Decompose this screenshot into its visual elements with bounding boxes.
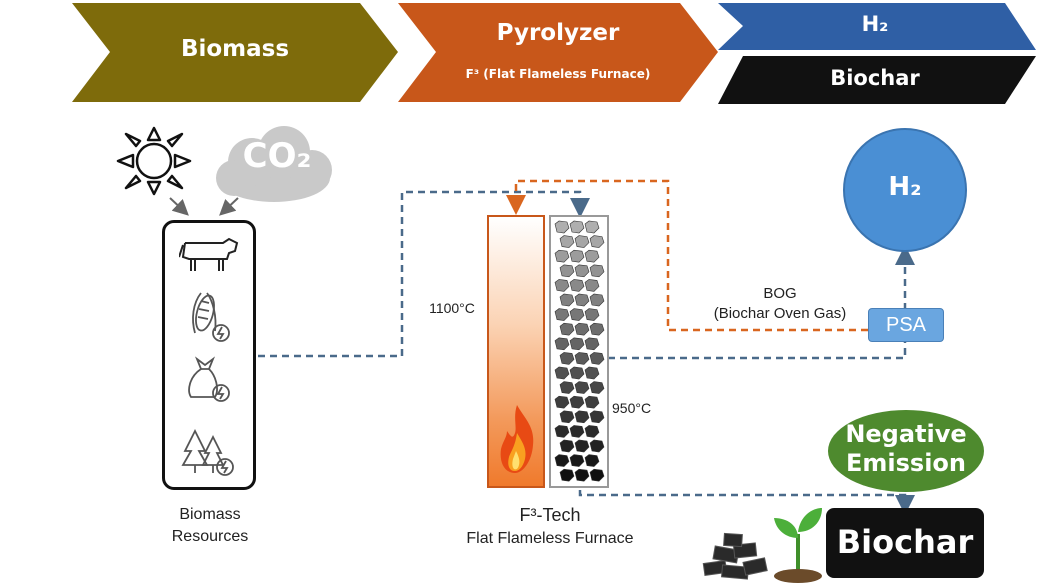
- temp-char-label: 950°C: [612, 400, 652, 416]
- co2-label: CO₂: [242, 136, 312, 176]
- bog-line2: (Biochar Oven Gas): [713, 305, 847, 322]
- char-particle: [569, 279, 585, 292]
- forest-icon: [181, 428, 234, 476]
- stage-h2-label: H₂: [861, 12, 889, 36]
- char-particle: [569, 220, 585, 234]
- char-particle: [589, 352, 605, 365]
- chevron-biochar: [718, 56, 1036, 104]
- furnace-subtitle: Flat Flameless Furnace: [466, 530, 634, 547]
- char-particle: [574, 352, 590, 365]
- char-particle: [559, 352, 575, 365]
- char-particle: [589, 439, 605, 453]
- bog-label: BOG (Biochar Oven Gas): [700, 284, 860, 324]
- char-particle: [554, 249, 570, 263]
- char-particle: [559, 322, 575, 336]
- char-particle: [559, 264, 575, 278]
- char-particle: [584, 220, 600, 234]
- header-chevrons: [72, 3, 1036, 104]
- char-particle: [589, 264, 605, 278]
- char-particle: [584, 249, 600, 263]
- stage-pyrolyzer-sub: F³ (Flat Flameless Furnace): [465, 67, 651, 81]
- stage-biochar-label: Biochar: [830, 66, 920, 90]
- psa-box: PSA: [868, 308, 944, 342]
- bog-line1: BOG: [763, 285, 797, 302]
- biomass-resources-label: Biomass Resources: [150, 504, 270, 548]
- temp-hot-label: 1100°C: [429, 300, 475, 316]
- char-particle: [584, 308, 600, 321]
- char-particle: [554, 220, 570, 234]
- char-particle: [589, 381, 605, 394]
- sprout-icon: [774, 508, 822, 583]
- char-particle: [569, 395, 585, 409]
- char-particle: [584, 425, 600, 438]
- negative-line1: Negative: [845, 420, 967, 448]
- char-particle: [584, 454, 600, 467]
- stage-biomass-label: Biomass: [180, 36, 290, 62]
- biomass-resources-box: [162, 220, 256, 490]
- char-particle: [584, 395, 600, 409]
- biochar-output-box: Biochar: [826, 508, 984, 578]
- sun-icon: [116, 126, 192, 196]
- char-column: [549, 215, 609, 488]
- char-particle: [574, 439, 590, 453]
- char-particle: [559, 381, 575, 394]
- char-particle: [589, 322, 605, 336]
- char-particle: [554, 395, 570, 409]
- biomass-label-line1: Biomass: [179, 506, 241, 523]
- char-particle: [569, 249, 585, 263]
- char-particle: [569, 454, 585, 467]
- char-particle: [559, 293, 575, 307]
- chevron-h2: [718, 3, 1036, 50]
- char-particle: [589, 468, 605, 482]
- char-particle: [584, 279, 600, 292]
- char-particle: [569, 308, 585, 321]
- char-particle: [589, 235, 605, 248]
- co2-cloud-icon: [216, 126, 332, 202]
- char-particle: [569, 337, 585, 351]
- char-particle: [589, 293, 605, 307]
- char-particle: [589, 410, 605, 424]
- char-particle: [569, 366, 585, 380]
- char-particle: [554, 279, 570, 292]
- furnace-name: F³-Tech: [519, 505, 581, 525]
- negative-emission-label: Negative Emission: [828, 420, 984, 478]
- h2-circle-label: H₂: [888, 172, 922, 202]
- char-particle: [559, 235, 575, 248]
- waste-bag-icon: [188, 356, 230, 402]
- char-particle: [554, 308, 570, 321]
- char-particle: [554, 337, 570, 351]
- char-particle: [554, 425, 570, 438]
- char-particle: [559, 410, 575, 424]
- char-particle: [569, 425, 585, 438]
- char-particle: [554, 454, 570, 467]
- char-particle: [574, 410, 590, 424]
- negative-emission-badge: [828, 410, 984, 492]
- char-particle: [584, 366, 600, 380]
- stage-pyrolyzer-label: Pyrolyzer: [496, 20, 620, 46]
- corn-icon: [192, 292, 230, 342]
- flame-icon: [500, 405, 534, 473]
- char-particle: [574, 293, 590, 307]
- charcoal-pile-icon: [702, 532, 768, 580]
- furnace-hot-chamber: [487, 215, 545, 488]
- char-particle: [574, 264, 590, 278]
- chevron-pyrolyzer: [398, 3, 718, 102]
- negative-line2: Emission: [846, 449, 966, 477]
- char-particle: [574, 381, 590, 394]
- char-particle: [574, 322, 590, 336]
- char-particle: [559, 468, 575, 482]
- char-particle: [584, 337, 600, 351]
- chevron-biomass: [72, 3, 398, 102]
- char-particle: [559, 439, 575, 453]
- cow-icon: [179, 237, 239, 271]
- char-particle: [574, 235, 590, 248]
- char-particle: [554, 366, 570, 380]
- h2-circle: [843, 128, 967, 252]
- biomass-label-line2: Resources: [171, 528, 249, 545]
- char-particles: [554, 220, 605, 482]
- char-particle: [574, 468, 590, 482]
